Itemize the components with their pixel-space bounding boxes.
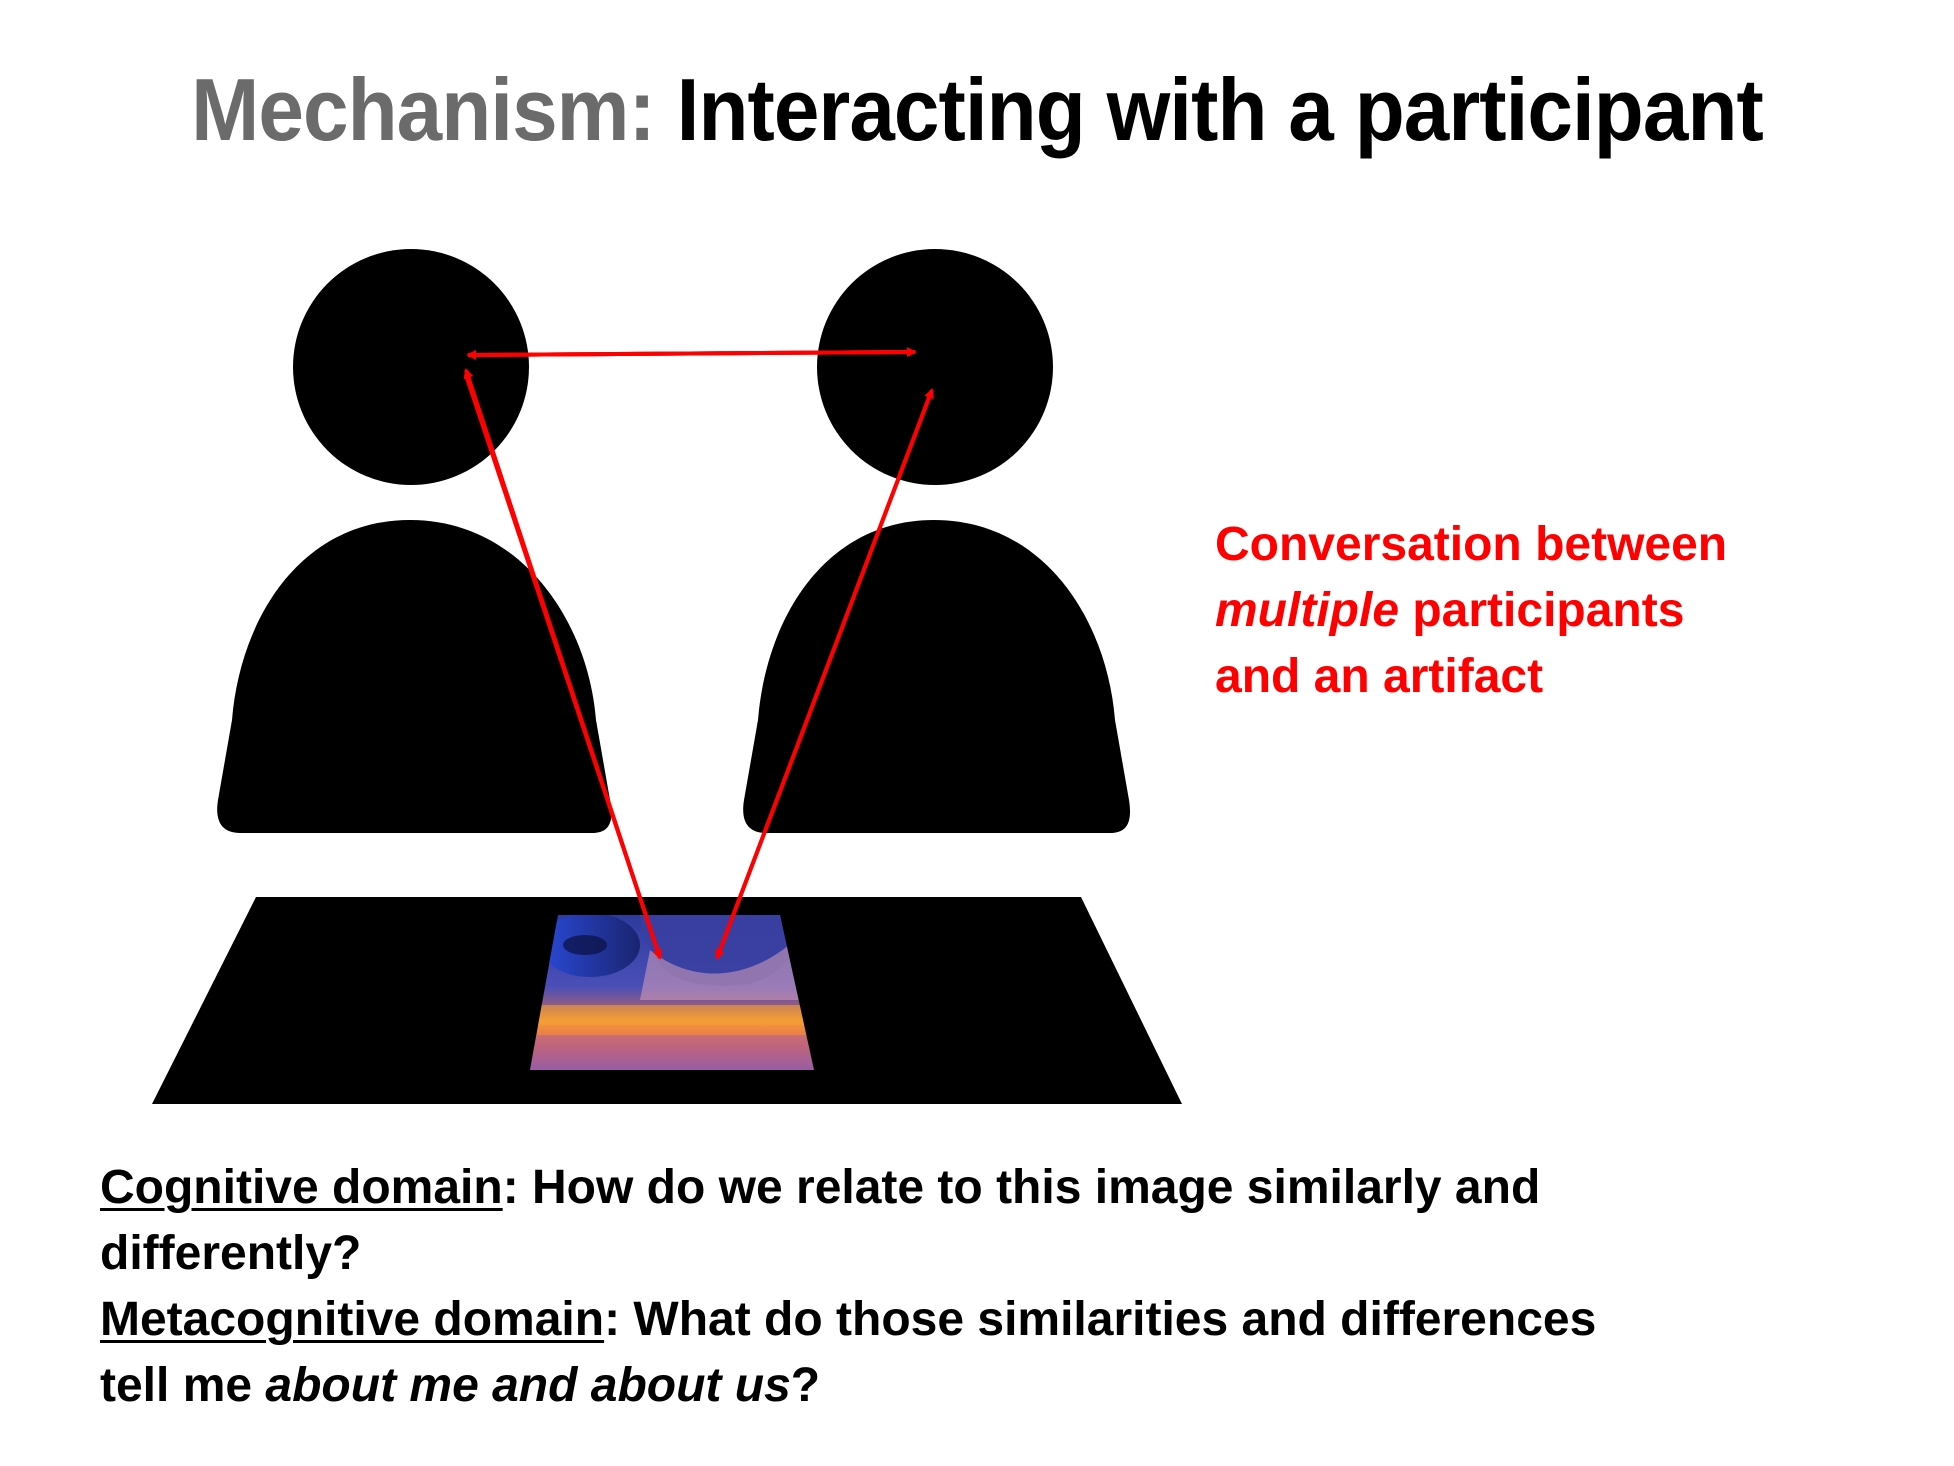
callout-line-1: Conversation between — [1215, 518, 1728, 571]
title-prefix: Mechanism: — [191, 60, 656, 159]
head-right — [817, 249, 1053, 485]
callout-emphasis: multiple — [1215, 584, 1400, 637]
cognitive-question-line-2: differently? — [100, 1227, 362, 1280]
body-right — [743, 520, 1131, 833]
slide-title: Mechanism: Interacting with a participan… — [68, 66, 1885, 154]
title-main: Interacting with a participant — [676, 60, 1764, 159]
callout-text: Conversation between multiple participan… — [1215, 512, 1727, 710]
participant-right-icon — [743, 249, 1131, 833]
head-left — [293, 249, 529, 485]
metacognitive-question-line-2: tell me about me and about us? — [100, 1359, 821, 1412]
cognitive-question-line-1: Cognitive domain: How do we relate to th… — [100, 1161, 1541, 1214]
metacognitive-domain-label: Metacognitive domain — [100, 1293, 605, 1346]
participant-left-icon — [217, 249, 612, 833]
artifact-image — [530, 915, 814, 1070]
cognitive-domain-label: Cognitive domain — [100, 1161, 503, 1214]
conversation-arrows — [463, 347, 934, 960]
callout-line-2: multiple participants — [1215, 584, 1685, 637]
callout-line-3: and an artifact — [1215, 650, 1544, 703]
metacognitive-question-line-1: Metacognitive domain: What do those simi… — [100, 1293, 1597, 1346]
body-left — [217, 520, 612, 833]
reflection-questions: Cognitive domain: How do we relate to th… — [100, 1155, 1596, 1419]
metacognitive-emphasis: about me and about us — [265, 1359, 791, 1412]
